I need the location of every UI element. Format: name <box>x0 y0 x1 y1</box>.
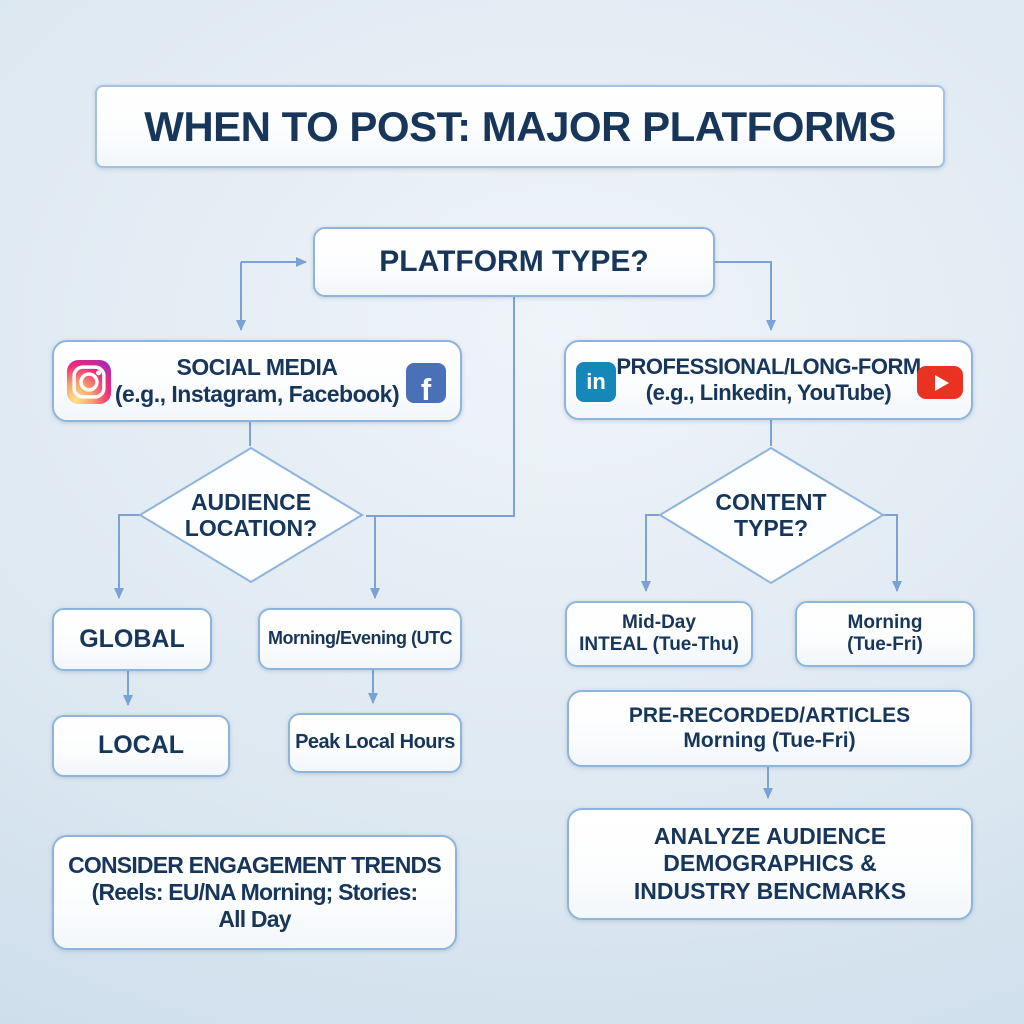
instagram-icon <box>66 359 112 405</box>
facebook-icon: f <box>406 363 446 407</box>
decision-label-audience-location: AUDIENCE LOCATION? <box>184 488 318 541</box>
decision-label-content-type: CONTENT TYPE? <box>715 488 827 541</box>
decision-diamond-content-type <box>658 446 885 585</box>
node-professional-long-form: in PROFESSIONAL/LONG-FORM (e.g., Linkedi… <box>564 340 973 420</box>
node-analyze-audience: ANALYZE AUDIENCE DEMOGRAPHICS & INDUSTRY… <box>567 808 973 920</box>
connector-platform-to-audience-diamond <box>366 297 515 517</box>
play-triangle-icon <box>934 374 949 391</box>
node-local: LOCAL <box>52 715 230 777</box>
node-peak-local-hours: Peak Local Hours <box>288 713 462 773</box>
node-platform-type: PLATFORM TYPE? <box>313 227 715 297</box>
social-media-title: SOCIAL MEDIA <box>176 353 338 380</box>
linkedin-icon: in <box>576 362 616 402</box>
connector-audience-to-global <box>114 514 140 599</box>
connector-content-to-midday <box>641 514 660 592</box>
node-mid-day-inteal: Mid-Day INTEAL (Tue-Thu) <box>565 601 753 667</box>
node-social-media: SOCIAL MEDIA (e.g., Instagram, Facebook)… <box>52 340 462 422</box>
platform-type-label: PLATFORM TYPE? <box>379 245 649 279</box>
social-media-examples: (e.g., Instagram, Facebook) <box>114 381 400 407</box>
node-morning-evening-utc: Morning/Evening (UTC <box>258 608 462 670</box>
decision-diamond-audience-location <box>138 446 364 584</box>
youtube-icon <box>917 366 963 399</box>
node-global: GLOBAL <box>52 608 212 671</box>
node-pre-recorded-articles: PRE-RECORDED/ARTICLES Morning (Tue-Fri) <box>567 690 972 767</box>
connector-content-to-morning-tuefri <box>883 514 902 592</box>
page-title-text: WHEN TO POST: MAJOR PLATFORMS <box>144 102 896 150</box>
connector-platform-to-professional <box>715 261 776 331</box>
node-consider-engagement-trends: CONSIDER ENGAGEMENT TRENDS (Reels: EU/NA… <box>52 835 457 950</box>
professional-examples: (e.g., Linkedin, YouTube) <box>645 380 892 405</box>
node-morning-tue-fri: Morning (Tue-Fri) <box>795 601 975 667</box>
page-title: WHEN TO POST: MAJOR PLATFORMS <box>95 85 945 168</box>
professional-title: PROFESSIONAL/LONG-FORM <box>616 354 921 380</box>
